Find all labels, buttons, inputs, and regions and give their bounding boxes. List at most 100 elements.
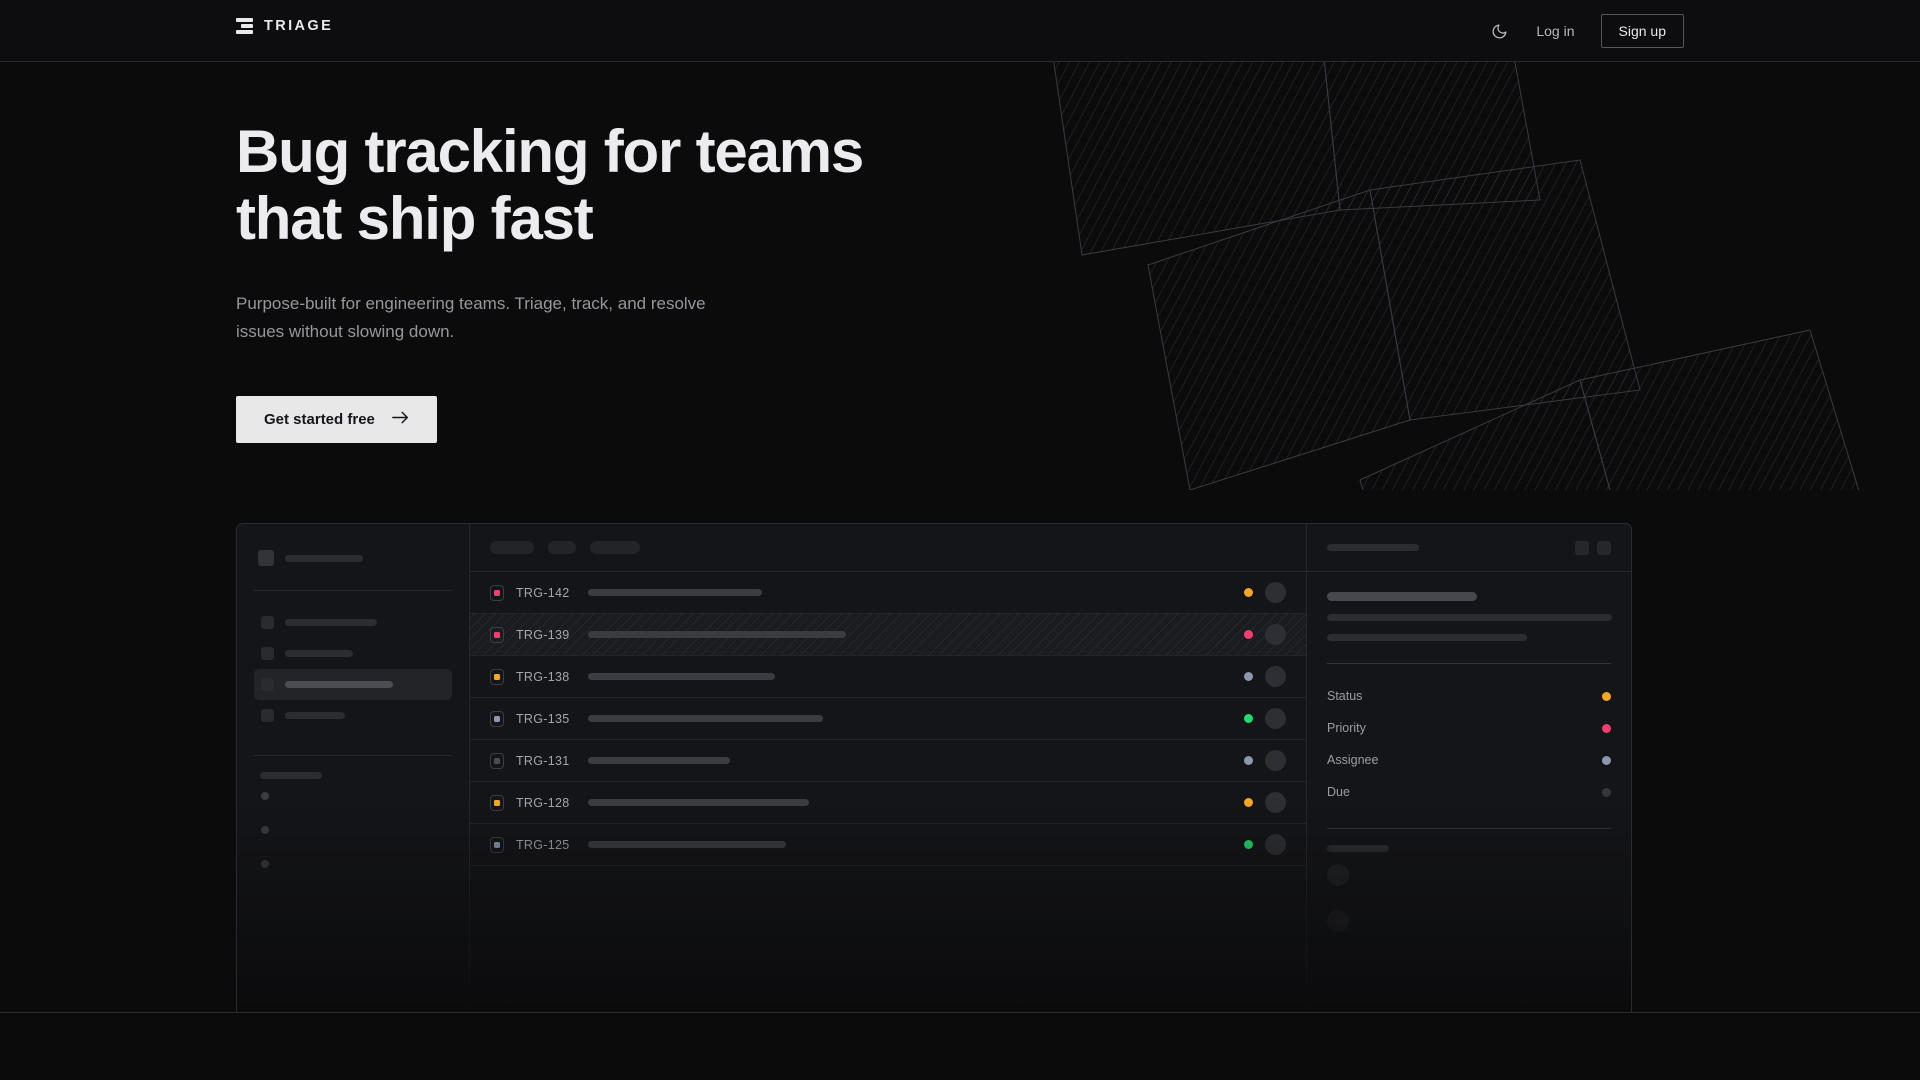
detail-meta-value-dot bbox=[1602, 787, 1611, 797]
priority-badge-icon bbox=[490, 794, 504, 811]
avatar[interactable] bbox=[1265, 582, 1286, 603]
issue-id: TRG-128 bbox=[516, 795, 570, 810]
workspace-avatar bbox=[258, 550, 274, 566]
detail-meta-value-dot bbox=[1602, 691, 1611, 701]
issue-title-placeholder bbox=[588, 799, 809, 806]
sidebar-project-item[interactable] bbox=[254, 847, 452, 881]
issue-id: TRG-125 bbox=[516, 837, 570, 852]
avatar[interactable] bbox=[1265, 750, 1286, 771]
project-dot-icon bbox=[261, 826, 269, 834]
detail-meta-value-dot bbox=[1602, 723, 1611, 733]
detail-meta-label: Assignee bbox=[1327, 753, 1379, 767]
status-badge bbox=[1244, 672, 1253, 681]
cta-label: Get started free bbox=[264, 411, 375, 429]
row-meta bbox=[1244, 708, 1286, 729]
sidebar-item-label bbox=[285, 650, 353, 657]
avatar[interactable] bbox=[1265, 624, 1286, 645]
row-meta bbox=[1244, 666, 1286, 687]
detail-comment-list bbox=[1327, 852, 1611, 944]
decorative-hatched-panels bbox=[1051, 40, 1860, 490]
sidebar-item-icon bbox=[261, 616, 274, 629]
sidebar-project-item[interactable] bbox=[254, 779, 452, 813]
page-title: Bug tracking for teams that ship fast bbox=[236, 118, 864, 253]
detail-meta-label: Due bbox=[1327, 785, 1350, 799]
get-started-button[interactable]: Get started free bbox=[236, 396, 437, 444]
detail-meta-row[interactable]: Due bbox=[1327, 776, 1611, 808]
sidebar-nav bbox=[254, 607, 452, 731]
issue-id: TRG-139 bbox=[516, 627, 570, 642]
status-badge bbox=[1244, 840, 1253, 849]
table-row[interactable]: TRG-125 bbox=[470, 824, 1306, 866]
workspace-name-placeholder bbox=[285, 554, 363, 562]
square-action-icon[interactable] bbox=[1597, 540, 1611, 555]
status-badge bbox=[1244, 588, 1253, 597]
avatar[interactable] bbox=[1265, 708, 1286, 729]
issue-id: TRG-131 bbox=[516, 753, 570, 768]
toolbar-filter-chip[interactable] bbox=[548, 541, 576, 554]
detail-meta-row[interactable]: Status bbox=[1327, 680, 1611, 712]
status-badge bbox=[1244, 630, 1253, 639]
detail-meta-row[interactable]: Priority bbox=[1327, 712, 1611, 744]
row-meta bbox=[1244, 624, 1286, 645]
moon-icon[interactable] bbox=[1488, 20, 1510, 42]
table-row[interactable]: TRG-135 bbox=[470, 698, 1306, 740]
priority-badge-icon bbox=[490, 836, 504, 853]
heading-line-2: that ship fast bbox=[236, 185, 594, 253]
sidebar-item-icon bbox=[261, 647, 274, 660]
detail-header-title-placeholder bbox=[1327, 544, 1419, 551]
sidebar-item-2[interactable] bbox=[254, 669, 452, 700]
issue-id: TRG-135 bbox=[516, 711, 570, 726]
table-row[interactable]: TRG-138 bbox=[470, 656, 1306, 698]
issue-id: TRG-142 bbox=[516, 585, 570, 600]
brand-logo[interactable]: TRIAGE bbox=[236, 18, 333, 34]
signup-button[interactable]: Sign up bbox=[1600, 14, 1684, 48]
avatar bbox=[1327, 910, 1349, 932]
avatar[interactable] bbox=[1265, 834, 1286, 855]
sidebar-divider-2 bbox=[254, 755, 452, 756]
sidebar-item-label bbox=[285, 681, 393, 688]
page-bottom-divider bbox=[0, 1012, 1920, 1013]
table-row[interactable]: TRG-131 bbox=[470, 740, 1306, 782]
priority-badge-icon bbox=[490, 710, 504, 727]
detail-header-actions bbox=[1575, 540, 1611, 555]
detail-divider bbox=[1327, 663, 1611, 664]
sidebar-project-item[interactable] bbox=[254, 813, 452, 847]
priority-badge-icon bbox=[490, 584, 504, 601]
hero-subheading: Purpose-built for engineering teams. Tri… bbox=[236, 294, 706, 342]
workspace-switcher[interactable] bbox=[254, 542, 452, 566]
detail-body-line bbox=[1327, 614, 1612, 621]
detail-divider-2 bbox=[1327, 828, 1611, 829]
table-row[interactable]: TRG-142 bbox=[470, 572, 1306, 614]
table-row[interactable]: TRG-128 bbox=[470, 782, 1306, 824]
row-meta bbox=[1244, 750, 1286, 771]
detail-meta-row[interactable]: Assignee bbox=[1327, 744, 1611, 776]
table-row[interactable]: TRG-139 bbox=[470, 614, 1306, 656]
avatar[interactable] bbox=[1265, 666, 1286, 687]
login-link[interactable]: Log in bbox=[1536, 23, 1575, 39]
issue-title-placeholder bbox=[588, 631, 846, 638]
avatar bbox=[1327, 864, 1349, 886]
toolbar-filter-chip[interactable] bbox=[590, 541, 640, 554]
heading-line-1: Bug tracking for teams bbox=[236, 118, 864, 185]
site-header: TRIAGE Log in Sign up bbox=[0, 0, 1920, 62]
priority-badge-icon bbox=[490, 626, 504, 643]
detail-header bbox=[1307, 524, 1631, 572]
issue-title-placeholder bbox=[588, 673, 775, 680]
sidebar-item-0[interactable] bbox=[254, 607, 452, 638]
square-action-icon[interactable] bbox=[1575, 540, 1589, 555]
issue-title-placeholder bbox=[588, 589, 762, 596]
sidebar-item-1[interactable] bbox=[254, 638, 452, 669]
avatar[interactable] bbox=[1265, 792, 1286, 813]
toolbar-filter-chip[interactable] bbox=[490, 541, 534, 554]
priority-badge-icon bbox=[490, 668, 504, 685]
sidebar-item-3[interactable] bbox=[254, 700, 452, 731]
priority-badge-icon bbox=[490, 752, 504, 769]
project-dot-icon bbox=[261, 792, 269, 800]
